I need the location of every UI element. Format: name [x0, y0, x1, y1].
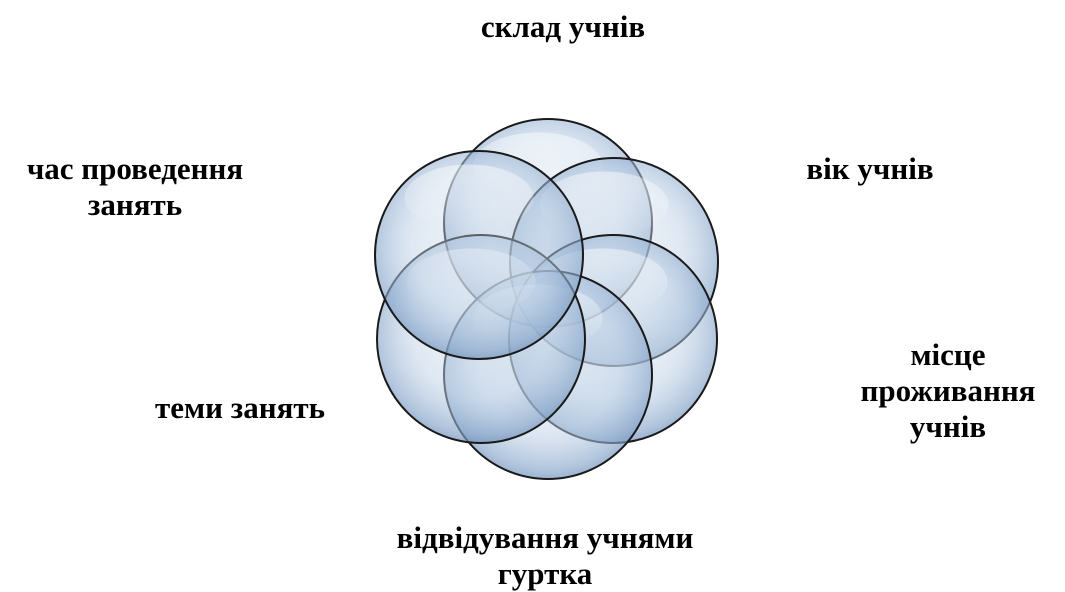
label-student-residence: місце проживання учнів [838, 337, 1058, 445]
label-line: склад учнів [433, 9, 693, 45]
label-student-composition: склад учнів [433, 9, 693, 45]
label-line: гуртка [355, 556, 735, 592]
label-club-attendance: відвідування учнями гуртка [355, 520, 735, 592]
label-line: місце [838, 337, 1058, 373]
label-class-time: час проведення занять [0, 151, 270, 223]
label-line: вік учнів [770, 151, 970, 187]
label-student-age: вік учнів [770, 151, 970, 187]
label-line: теми занять [125, 390, 355, 426]
label-class-topics: теми занять [125, 390, 355, 426]
label-line: відвідування учнями [355, 520, 735, 556]
label-line: проживання [838, 373, 1058, 409]
label-line: занять [0, 187, 270, 223]
circle-upper-left-highlight [405, 165, 534, 232]
label-line: час проведення [0, 151, 270, 187]
label-line: учнів [838, 409, 1058, 445]
